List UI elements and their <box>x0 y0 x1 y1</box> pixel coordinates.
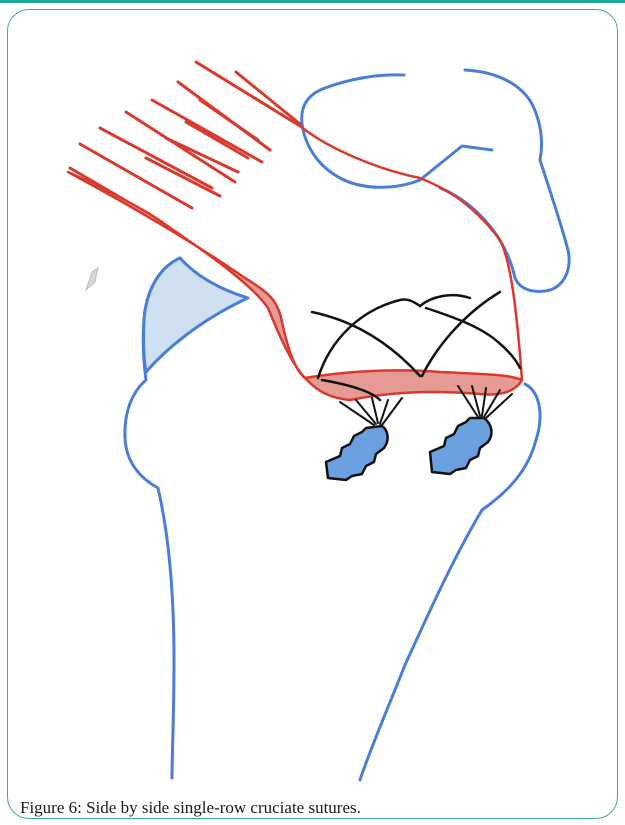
suture-anchor-right <box>430 418 491 474</box>
figure-caption: Figure 6: Side by side single-row crucia… <box>20 798 361 818</box>
rotator-cuff-tendon <box>70 62 300 222</box>
acromion-outline <box>302 70 569 292</box>
bursa-region <box>144 258 248 372</box>
humerus-outline <box>125 258 540 780</box>
suture-anchor-left <box>326 426 388 480</box>
tendon-body <box>68 126 522 400</box>
small-mark <box>86 268 98 290</box>
